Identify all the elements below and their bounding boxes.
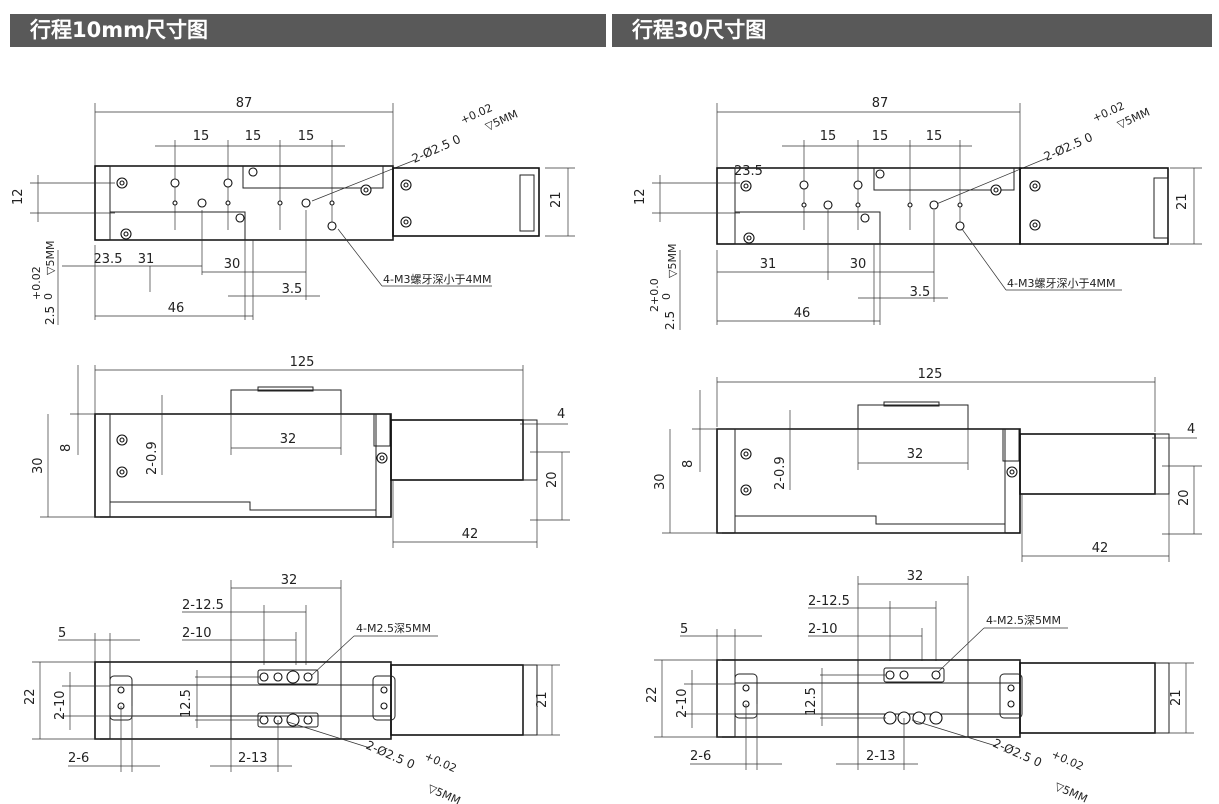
tol-side-val: 2.5 <box>663 311 677 330</box>
dim-2-0-9: 2-0.9 <box>145 441 160 475</box>
thread-note: 4-M3螺牙深小于4MM <box>1007 277 1115 290</box>
dim-2-13: 2-13 <box>238 751 268 766</box>
section-title-right: 行程30尺寸图 <box>632 18 767 42</box>
dim-23-5: 23.5 <box>94 252 123 267</box>
dim-15-c: 15 <box>298 129 315 144</box>
dim-21: 21 <box>1169 689 1184 706</box>
tol-top: +0.02 <box>1049 748 1085 774</box>
right-side-view: 125 32 4 8 30 2-0.9 20 42 <box>653 367 1202 562</box>
depth-spec: ▽5MM <box>1053 780 1090 804</box>
thread-note: 4-M3螺牙深小于4MM <box>383 273 491 286</box>
dim-2-10-v: 2-10 <box>53 690 68 720</box>
dim-4: 4 <box>1187 422 1195 437</box>
dim-31: 31 <box>760 257 777 272</box>
dim-8: 8 <box>681 460 696 468</box>
dim-46: 46 <box>168 301 185 316</box>
dim-2-12-5: 2-12.5 <box>808 594 850 609</box>
dim-31: 31 <box>138 252 155 267</box>
dim-22: 22 <box>23 688 38 705</box>
dim-30: 30 <box>850 257 867 272</box>
tol-side-val: 2.5 <box>43 306 57 325</box>
dim-30: 30 <box>224 257 241 272</box>
dim-22: 22 <box>645 686 660 703</box>
tol-side-zero: 0 <box>42 293 55 300</box>
dim-21: 21 <box>535 691 550 708</box>
dim-2-0-9: 2-0.9 <box>773 456 788 490</box>
dim-2-6: 2-6 <box>690 749 711 764</box>
dim-5: 5 <box>680 622 688 637</box>
dim-23-5: 23.5 <box>734 164 763 179</box>
section-title-left: 行程10mm尺寸图 <box>30 18 208 42</box>
dim-8: 8 <box>59 444 74 452</box>
left-top-view: 87 15 15 15 +0.02 2-Ø2.5 0 ▽5MM <box>11 96 575 325</box>
right-top-view: 87 15 15 15 +0.02 2-Ø2.5 0 ▽5MM <box>633 96 1202 330</box>
hole-spec: 2-Ø2.5 0 <box>991 736 1044 770</box>
dim-125: 125 <box>918 367 943 382</box>
dim-12-5-v: 12.5 <box>179 689 194 718</box>
dim-5: 5 <box>58 626 66 641</box>
dim-15-b: 15 <box>872 129 889 144</box>
dim-15-a: 15 <box>820 129 837 144</box>
thread-note: 4-M2.5深5MM <box>356 622 431 635</box>
dim-30: 30 <box>31 457 46 474</box>
left-side-view: 125 32 4 8 30 2-0.9 2 <box>31 355 570 548</box>
dim-21: 21 <box>1175 193 1190 210</box>
right-bottom-view: 32 2-12.5 2-10 5 4-M2.5深5MM <box>645 569 1194 804</box>
dim-12: 12 <box>11 188 26 205</box>
dim-20: 20 <box>1177 489 1192 506</box>
tol-side-top: 2+0.0 <box>648 278 661 312</box>
tol-side-top: +0.02 <box>30 266 43 300</box>
dim-87: 87 <box>236 96 253 111</box>
dim-2-10: 2-10 <box>182 626 212 641</box>
hole-spec: 2-Ø2.5 0 <box>1042 130 1095 164</box>
dim-15-a: 15 <box>193 129 210 144</box>
dim-42: 42 <box>1092 541 1109 556</box>
dim-12: 12 <box>633 188 648 205</box>
dim-4: 4 <box>557 407 565 422</box>
dim-30: 30 <box>653 473 668 490</box>
dim-32: 32 <box>280 432 297 447</box>
dim-2-12-5: 2-12.5 <box>182 598 224 613</box>
dim-2-6: 2-6 <box>68 751 89 766</box>
tol-side-depth: ▽5MM <box>666 244 679 278</box>
dim-125: 125 <box>290 355 315 370</box>
dim-32: 32 <box>907 569 924 584</box>
dim-3-5: 3.5 <box>910 285 931 300</box>
dim-15-b: 15 <box>245 129 262 144</box>
dim-15-c: 15 <box>926 129 943 144</box>
dim-12-5-v: 12.5 <box>804 687 819 716</box>
dim-21: 21 <box>549 191 564 208</box>
section-header-left: 行程10mm尺寸图 <box>10 14 606 47</box>
dim-20: 20 <box>545 471 560 488</box>
dim-32: 32 <box>907 447 924 462</box>
dim-2-10: 2-10 <box>808 622 838 637</box>
tol-side-zero: 0 <box>660 293 673 300</box>
dim-42: 42 <box>462 527 479 542</box>
section-header-right: 行程30尺寸图 <box>612 14 1212 47</box>
thread-note: 4-M2.5深5MM <box>986 614 1061 627</box>
dim-2-13: 2-13 <box>866 749 896 764</box>
dim-32: 32 <box>281 573 298 588</box>
dim-46: 46 <box>794 306 811 321</box>
tol-side-depth: ▽5MM <box>44 241 57 275</box>
dim-87: 87 <box>872 96 889 111</box>
dim-3-5: 3.5 <box>282 282 303 297</box>
dim-2-10-v: 2-10 <box>675 688 690 718</box>
